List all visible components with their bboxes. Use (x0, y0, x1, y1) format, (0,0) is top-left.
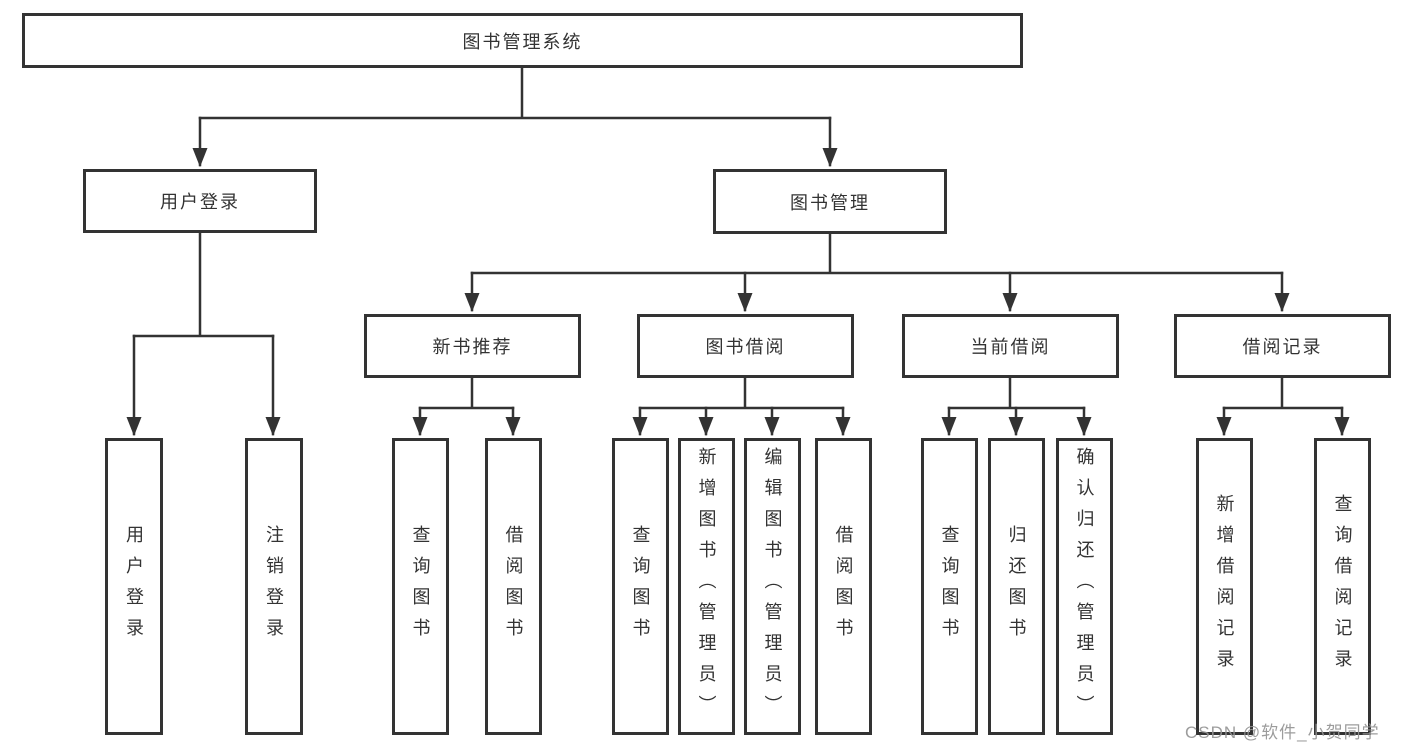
node-library-system: 图书管理系统 (22, 13, 1023, 68)
node-borrowing-records: 借阅记录 (1174, 314, 1391, 378)
node-book-management: 图书管理 (713, 169, 947, 234)
leaf-borrow-books: 借阅图书 (815, 438, 872, 735)
csdn-watermark: CSDN @软件_小贺同学 (1185, 723, 1380, 742)
leaf-add-borrow-record: 新增借阅记录 (1196, 438, 1253, 735)
leaf-edit-books-admin: 编辑图书（管理员） (744, 438, 801, 735)
leaf-add-books-admin: 新增图书（管理员） (678, 438, 735, 735)
leaf-query-books-borrow: 查询图书 (612, 438, 669, 735)
node-current-borrowing: 当前借阅 (902, 314, 1119, 378)
node-user-login: 用户登录 (83, 169, 317, 233)
leaf-return-books: 归还图书 (988, 438, 1045, 735)
leaf-user-login: 用户登录 (105, 438, 163, 735)
leaf-query-books-current: 查询图书 (921, 438, 978, 735)
leaf-logout: 注销登录 (245, 438, 303, 735)
leaf-query-borrow-record: 查询借阅记录 (1314, 438, 1371, 735)
leaf-query-books-recommend: 查询图书 (392, 438, 449, 735)
leaf-confirm-return-admin: 确认归还（管理员） (1056, 438, 1113, 735)
node-new-book-recommendation: 新书推荐 (364, 314, 581, 378)
node-book-borrowing: 图书借阅 (637, 314, 854, 378)
leaf-borrow-books-recommend: 借阅图书 (485, 438, 542, 735)
